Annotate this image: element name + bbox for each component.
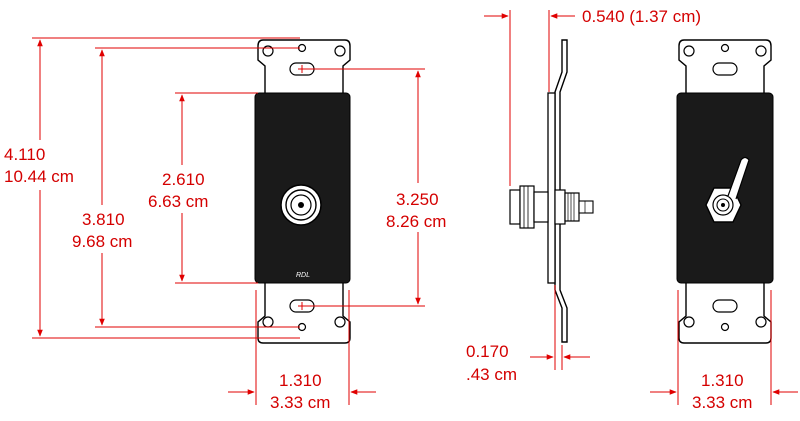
dim-plate-thickness-metric: .43 cm [466,365,517,384]
slot-top [712,62,738,76]
dim-mounting-holes-metric: 9.68 cm [72,232,132,251]
brand-label: RDL [296,272,310,279]
mounting-screw-hole [720,43,730,53]
dim-panel-height-imperial: 2.610 [162,170,205,189]
mounting-screw-hole [720,322,730,332]
panel-edge [547,92,556,284]
dim-overall-height-imperial: 4.110 [4,145,45,164]
rear-dimensions: 1.310 3.33 cm [650,290,798,412]
strap-ear-hole [334,45,346,57]
dim-front-width-imperial: 1.310 [279,371,322,390]
strap-ear-hole [683,45,695,57]
strap-ear-hole [755,316,767,328]
dim-overall-height-metric: 10.44 cm [4,167,74,186]
solder-lug-icon [727,156,750,200]
side-dimensions: 0.540 (1.37 cm) 0.170 .43 cm [466,7,701,384]
strap-ear-hole [755,45,767,57]
front-view: RDL [254,39,351,344]
strap-ear-hole [683,316,695,328]
dim-front-width-metric: 3.33 cm [270,393,330,412]
dim-plate-thickness-imperial: 0.170 [466,342,509,361]
front-dimensions: 4.110 10.44 cm 3.810 9.68 cm 2.610 6.63 … [4,37,446,412]
dim-rear-width-metric: 3.33 cm [692,393,752,412]
dim-panel-height-metric: 6.63 cm [148,192,208,211]
strap-ear-hole [262,316,274,328]
rear-view [676,39,774,344]
bnc-side-icon [509,189,521,225]
side-view [509,39,594,343]
slot-bottom [712,299,738,313]
dim-screw-spacing-imperial: 3.250 [396,190,439,209]
dim-depth-label: 0.540 (1.37 cm) [582,7,701,26]
strap-ear-hole [334,316,346,328]
dim-mounting-holes-imperial: 3.810 [82,210,125,229]
dim-screw-spacing-metric: 8.26 cm [386,212,446,231]
dim-rear-width-imperial: 1.310 [701,371,744,390]
strap-profile [554,39,568,343]
